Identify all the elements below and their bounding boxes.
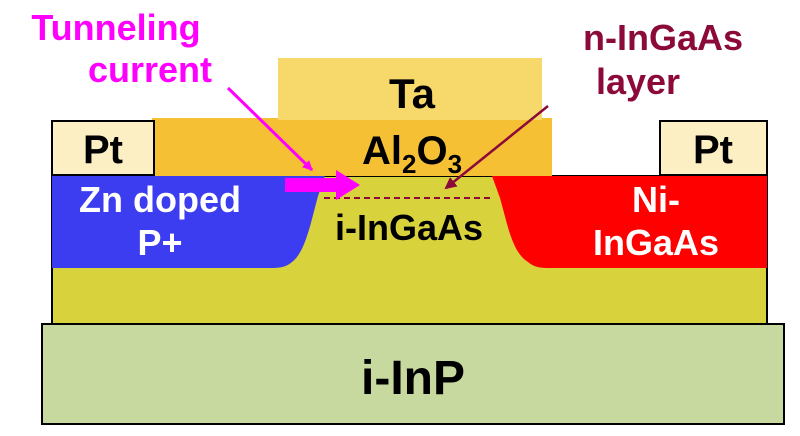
contact-right	[659, 120, 768, 176]
substrate-label: i-InP	[361, 352, 465, 405]
drain-label-line2: InGaAs	[593, 222, 719, 263]
source-label-line2: P+	[137, 222, 182, 263]
tunneling-current-arrow	[285, 170, 360, 200]
source-label-line1: Zn doped	[79, 179, 241, 220]
drain-label-line1: Ni-	[632, 179, 680, 220]
source-region	[52, 176, 325, 268]
contact-left-label: Pt	[83, 128, 123, 172]
gate-metal-label: Ta	[389, 70, 436, 117]
oxide-label: Al2O3	[362, 129, 462, 179]
channel-label: i-InGaAs	[335, 207, 483, 248]
substrate-layer	[41, 323, 785, 425]
oxide-layer	[152, 118, 552, 176]
drain-region	[492, 176, 767, 268]
n-ingaas-label-line1: n-InGaAs	[583, 17, 743, 58]
tunneling-pointer-arrow	[226, 86, 314, 172]
tunneling-label-line2: current	[88, 49, 212, 90]
contact-right-label: Pt	[693, 128, 733, 172]
n-ingaas-label-line2: layer	[596, 61, 680, 102]
contact-left	[51, 120, 155, 176]
gate-metal	[278, 58, 542, 120]
tunneling-label-line1: Tunneling	[31, 7, 200, 48]
n-ingaas-pointer-arrow	[444, 105, 549, 190]
